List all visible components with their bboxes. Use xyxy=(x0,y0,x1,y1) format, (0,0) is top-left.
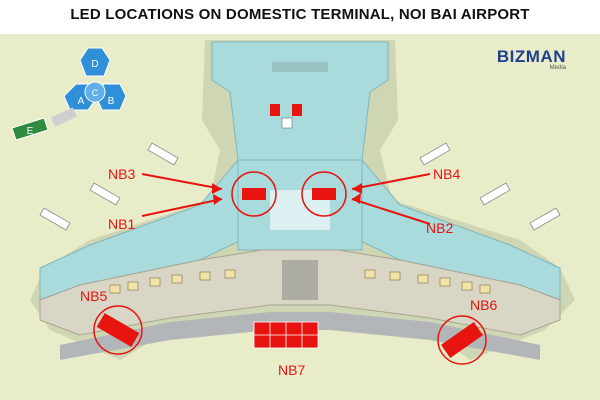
shop-blocks xyxy=(109,269,491,294)
north-concourse xyxy=(211,41,389,161)
pier-e-shape xyxy=(11,117,49,141)
marker-nb6: NB6 xyxy=(470,297,498,313)
pier-c-shape xyxy=(84,81,106,103)
gate-stands xyxy=(39,142,561,231)
led-screen-nb4-nb2 xyxy=(312,188,336,200)
bizman-logo: BIZMAN Media xyxy=(466,47,566,71)
pier-label-a: A xyxy=(78,96,85,107)
led-circle-nb5 xyxy=(93,305,143,355)
led-screen-nb6 xyxy=(441,321,483,359)
concourse-details xyxy=(270,62,330,300)
marker-nb7: NB7 xyxy=(278,362,306,378)
terminal-floor-plan: D A C B E xyxy=(0,34,600,400)
pier-label-c: C xyxy=(92,88,99,98)
led-markers xyxy=(93,171,487,365)
pier-label-e: E xyxy=(27,126,34,137)
marker-nb3: NB3 xyxy=(108,166,136,182)
pier-label-b: B xyxy=(108,96,115,107)
marker-nb1: NB1 xyxy=(108,216,136,232)
led-screen-nb3-nb1 xyxy=(242,188,266,200)
pointer-arrows xyxy=(141,173,431,225)
pier-d-shape xyxy=(79,47,111,77)
marker-nb5: NB5 xyxy=(80,288,108,304)
apron-road xyxy=(60,312,540,360)
map-title: LED LOCATIONS ON DOMESTIC TERMINAL, NOI … xyxy=(70,6,530,23)
pier-label-d: D xyxy=(91,59,98,70)
marker-nb2: NB2 xyxy=(426,220,454,236)
pier-key-diagram: D A C B E xyxy=(11,47,127,141)
brand-name: BIZMAN xyxy=(496,47,566,66)
led-screen-nb5 xyxy=(96,313,140,347)
led-circle-nb3-nb1 xyxy=(231,171,277,217)
forecourt xyxy=(0,360,600,400)
led-circle-nb4-nb2 xyxy=(301,171,347,217)
led-circle-nb6 xyxy=(437,315,487,365)
brand-tagline: Media xyxy=(549,65,566,71)
marker-nb4: NB4 xyxy=(433,166,461,182)
